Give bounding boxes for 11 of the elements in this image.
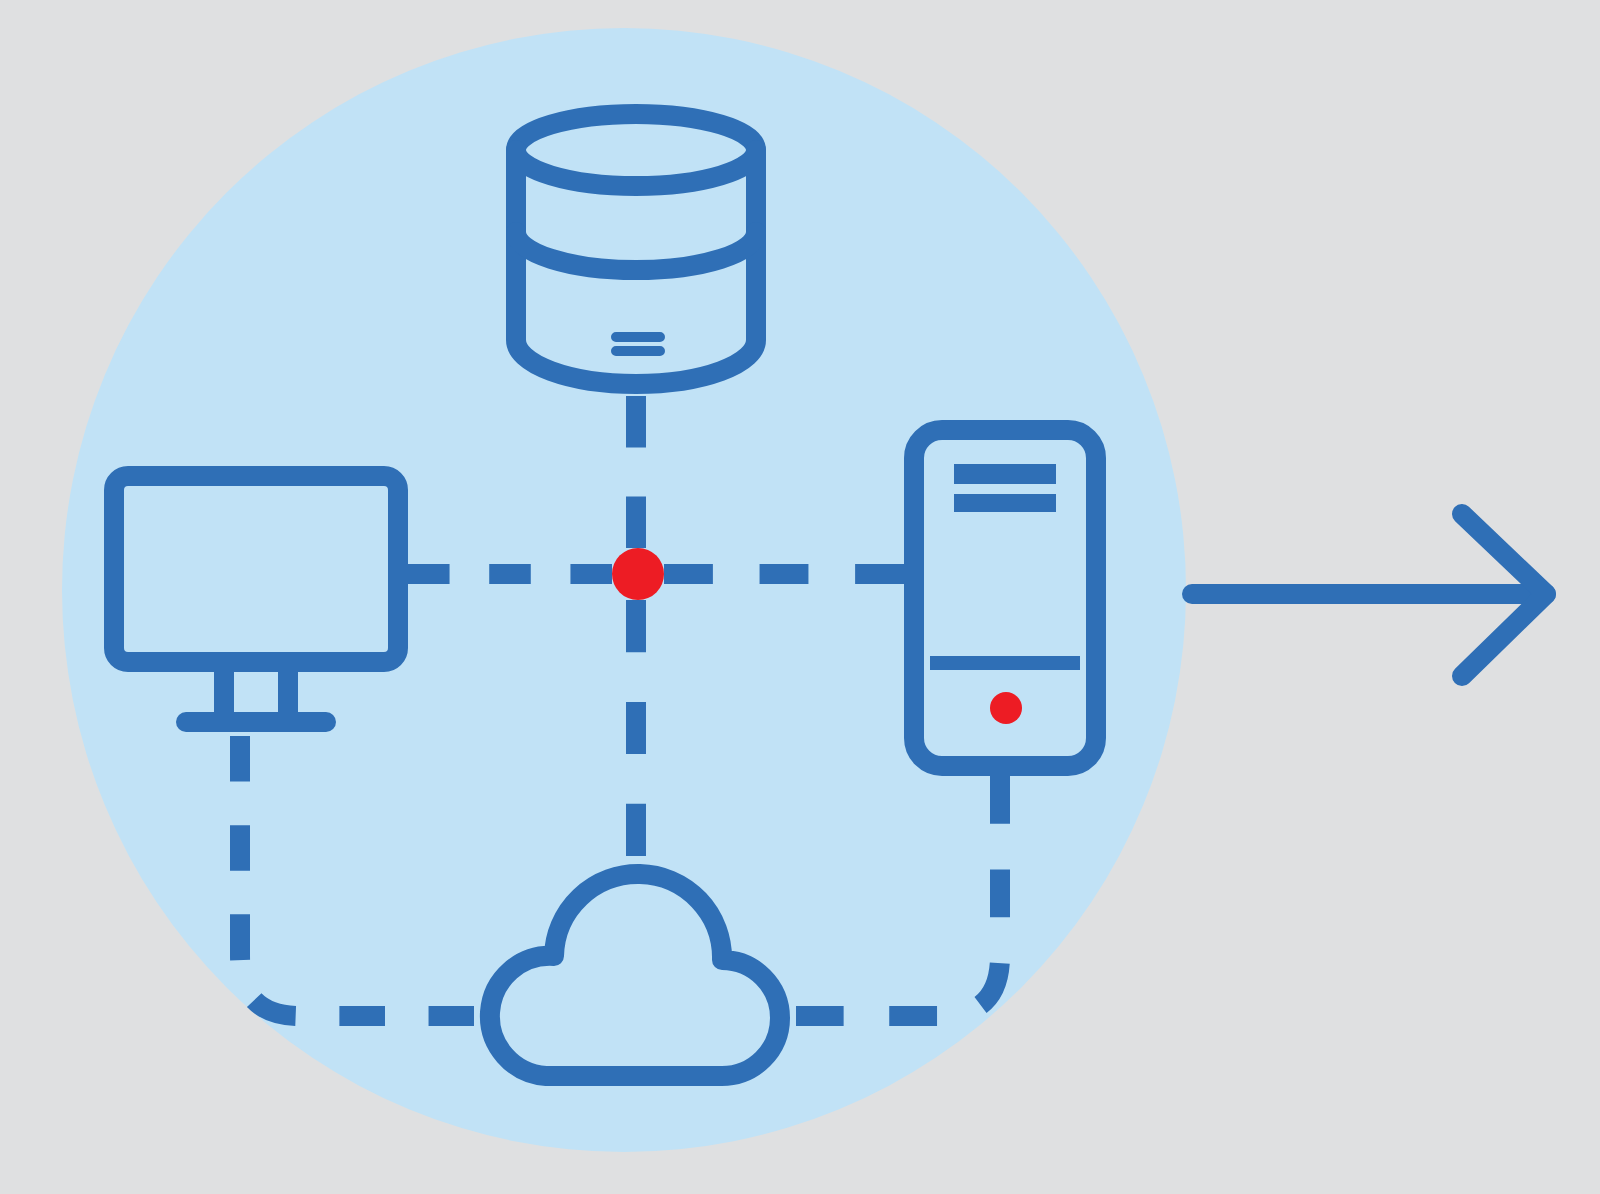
monitor-icon xyxy=(104,466,408,736)
database-icon xyxy=(506,100,766,396)
arrow xyxy=(1182,504,1556,686)
dashed-connector-line xyxy=(626,600,646,856)
junction-dot xyxy=(612,548,664,600)
dashed-connector-line xyxy=(796,776,1010,1026)
dashed-connector-line xyxy=(664,564,904,584)
dashed-connector-line xyxy=(408,564,612,584)
server-tower-icon xyxy=(904,420,1106,776)
dashed-connector-line xyxy=(230,736,474,1026)
dashed-connector-line xyxy=(626,396,646,548)
